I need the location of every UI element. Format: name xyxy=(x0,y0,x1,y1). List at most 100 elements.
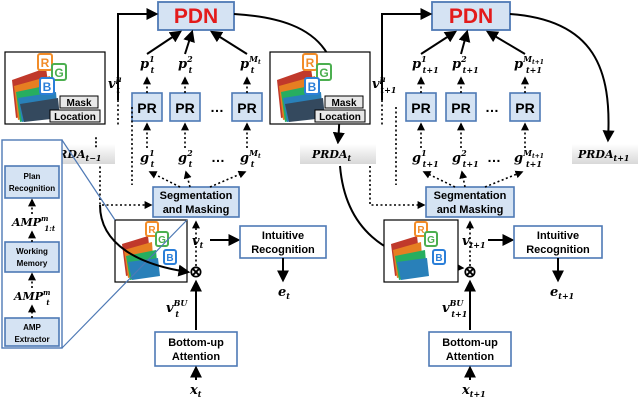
working-memory-box xyxy=(4,241,60,273)
svg-text:Recognition: Recognition xyxy=(526,244,590,256)
otimes-left: ⊗ xyxy=(189,264,202,281)
pr-box-left-m xyxy=(231,92,263,122)
prda-curve-left xyxy=(99,204,191,277)
pr-row-right: PR PR … PR xyxy=(405,92,541,122)
seg-to-g2-right xyxy=(459,170,468,188)
location-label-left: Location xyxy=(54,112,96,123)
pdn-label-left: PDN xyxy=(174,5,218,28)
svg-text:R: R xyxy=(148,225,156,236)
svg-text:R: R xyxy=(306,56,315,70)
svg-text:PR: PR xyxy=(451,100,470,116)
svg-text:PR: PR xyxy=(515,100,534,116)
svg-text:Segmentation: Segmentation xyxy=(434,190,507,202)
svg-text:G: G xyxy=(158,235,166,246)
prda-t-label: PRDAt xyxy=(311,148,352,163)
svg-text:Attention: Attention xyxy=(172,351,221,363)
p2-to-pdn-right xyxy=(458,29,471,55)
input-thumbnail-left: R G B Mask Location xyxy=(4,51,106,125)
bottomup-box-right xyxy=(428,331,512,367)
svg-text:AMP: AMP xyxy=(23,323,41,332)
v-left: vt xyxy=(192,234,204,250)
zoom-line-bottom xyxy=(61,219,188,349)
pdn-to-prda-right xyxy=(509,13,615,143)
svg-text:PR: PR xyxy=(237,100,256,116)
p1-to-pdn-left xyxy=(146,30,182,55)
channel-r-label-left: R xyxy=(41,56,50,70)
pr-row-left: PR PR … PR xyxy=(131,92,263,122)
e-left: et xyxy=(278,285,290,301)
otimes-right: ⊗ xyxy=(463,264,476,281)
mask-label-right: Mask xyxy=(331,98,356,109)
svg-text:and Masking: and Masking xyxy=(163,204,230,216)
svg-text:PR: PR xyxy=(411,100,430,116)
p1-to-pdn-right xyxy=(420,30,458,55)
svg-text:Working: Working xyxy=(16,247,48,256)
svg-text:Segmentation: Segmentation xyxy=(160,190,233,202)
v-right: vt+1 xyxy=(462,234,486,250)
svg-text:G: G xyxy=(427,235,435,246)
vmu-to-pdn-arrow-right xyxy=(381,8,433,100)
pdn-label-right: PDN xyxy=(449,5,493,28)
segmentation-box-right xyxy=(425,186,515,218)
seg-to-g2-left xyxy=(183,170,192,188)
svg-text:Bottom-up: Bottom-up xyxy=(168,337,224,349)
channel-b-label-left: B xyxy=(43,80,52,94)
x-left: xt xyxy=(189,383,202,399)
x-right: xt+1 xyxy=(461,383,486,399)
vmu-to-pdn-arrow-left xyxy=(117,8,159,100)
pr-ellipsis-right: … xyxy=(485,99,499,115)
svg-text:B: B xyxy=(166,253,173,264)
svg-text:Memory: Memory xyxy=(17,259,48,268)
amp-extractor-box xyxy=(4,317,60,347)
zoom-line-top xyxy=(61,139,116,221)
vdots-left: ⋮ xyxy=(90,135,102,149)
svg-text:Bottom-up: Bottom-up xyxy=(442,337,498,349)
g-ellipsis-right: … xyxy=(487,149,501,165)
g-ellipsis-left: … xyxy=(211,149,225,165)
prda-to-seg-right xyxy=(369,166,426,209)
svg-text:Intuitive: Intuitive xyxy=(262,230,304,242)
mask-label-left: Mask xyxy=(66,98,91,109)
svg-text:R: R xyxy=(417,225,425,236)
svg-text:B: B xyxy=(308,80,317,94)
channel-g-label-left: G xyxy=(54,66,63,80)
prda-t1-label: PRDAt+1 xyxy=(577,148,629,163)
p2-to-pdn-left xyxy=(183,29,195,55)
svg-text:and Masking: and Masking xyxy=(437,204,504,216)
input-thumbnail-right: R G B Mask Location xyxy=(269,51,371,125)
intuitive-box-left xyxy=(239,225,327,259)
svg-text:Plan: Plan xyxy=(24,172,41,181)
pm-to-pdn-left xyxy=(209,30,248,55)
svg-text:B: B xyxy=(435,253,442,264)
svg-text:PR: PR xyxy=(175,100,194,116)
e-right: et+1 xyxy=(550,285,574,301)
svg-text:Recognition: Recognition xyxy=(251,244,315,256)
location-label-right: Location xyxy=(319,112,361,123)
seg-to-g1-left xyxy=(148,171,181,188)
seg-to-gm-left xyxy=(209,170,247,188)
plan-recognition-box xyxy=(4,165,60,199)
prda-t1-box xyxy=(572,144,638,164)
segmentation-box-left xyxy=(152,186,240,218)
intuitive-box-right xyxy=(513,225,603,259)
